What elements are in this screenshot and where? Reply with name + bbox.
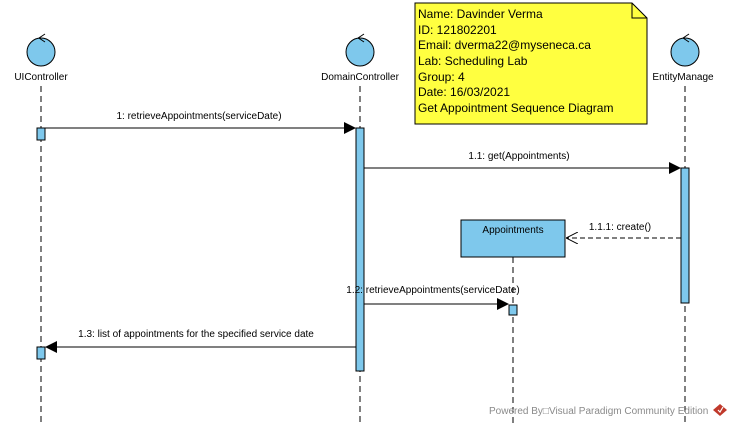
visual-paradigm-logo-icon — [713, 404, 727, 416]
message-label: 1.1: get(Appointments) — [468, 151, 569, 162]
lifeline-label: DomainController — [321, 72, 399, 83]
message-label: 1.3: list of appointments for the specif… — [78, 329, 314, 340]
lifeline-label: EntityManage — [652, 72, 714, 83]
message-1-2[interactable]: 1.2: retrieveAppointments(serviceDate) — [346, 285, 520, 310]
message-1-3[interactable]: 1.3: list of appointments for the specif… — [45, 329, 356, 353]
activation-bar-domaincontroller — [355, 127, 365, 372]
message-label: 1.2: retrieveAppointments(serviceDate) — [346, 285, 519, 296]
message-1-1-1[interactable]: 1.1.1: create() — [567, 222, 681, 238]
lifeline-uicontroller[interactable]: UIController — [14, 33, 68, 424]
note-line-lab: Lab: Scheduling Lab — [418, 54, 528, 68]
object-appointments[interactable]: Appointments — [460, 219, 566, 424]
object-box — [460, 219, 566, 258]
note-shape — [414, 2, 648, 125]
watermark-text: Powered By□Visual Paradigm Community Edi… — [489, 406, 708, 417]
activation-bar-uicontroller-2 — [36, 346, 46, 360]
activation-bar-appointments — [508, 304, 518, 316]
control-icon — [26, 33, 56, 67]
activation-bar-uicontroller-1 — [36, 127, 46, 141]
note-line-email: Email: dverma22@myseneca.ca — [418, 38, 591, 52]
note-line-id: ID: 121802201 — [418, 23, 497, 37]
lifeline-label: UIController — [14, 72, 68, 83]
note-line-title: Get Appointment Sequence Diagram — [418, 101, 613, 115]
activation-bar-entitymanage — [680, 167, 690, 304]
lifeline-entitymanage[interactable]: EntityManage — [652, 33, 714, 424]
note[interactable]: Name: Davinder Verma ID: 121802201 Email… — [414, 2, 648, 125]
message-label: 1.1.1: create() — [589, 222, 651, 233]
object-label: Appointments — [482, 225, 543, 236]
note-line-date: Date: 16/03/2021 — [418, 85, 510, 99]
note-line-name: Name: Davinder Verma — [418, 7, 543, 21]
control-icon — [345, 33, 375, 67]
note-line-group: Group: 4 — [418, 70, 465, 84]
control-icon — [670, 33, 700, 67]
message-label: 1: retrieveAppointments(serviceDate) — [116, 111, 281, 122]
message-1[interactable]: 1: retrieveAppointments(serviceDate) — [45, 111, 356, 134]
watermark: Powered By□Visual Paradigm Community Edi… — [489, 404, 727, 417]
note-fold — [631, 3, 647, 19]
message-1-1[interactable]: 1.1: get(Appointments) — [364, 151, 681, 174]
